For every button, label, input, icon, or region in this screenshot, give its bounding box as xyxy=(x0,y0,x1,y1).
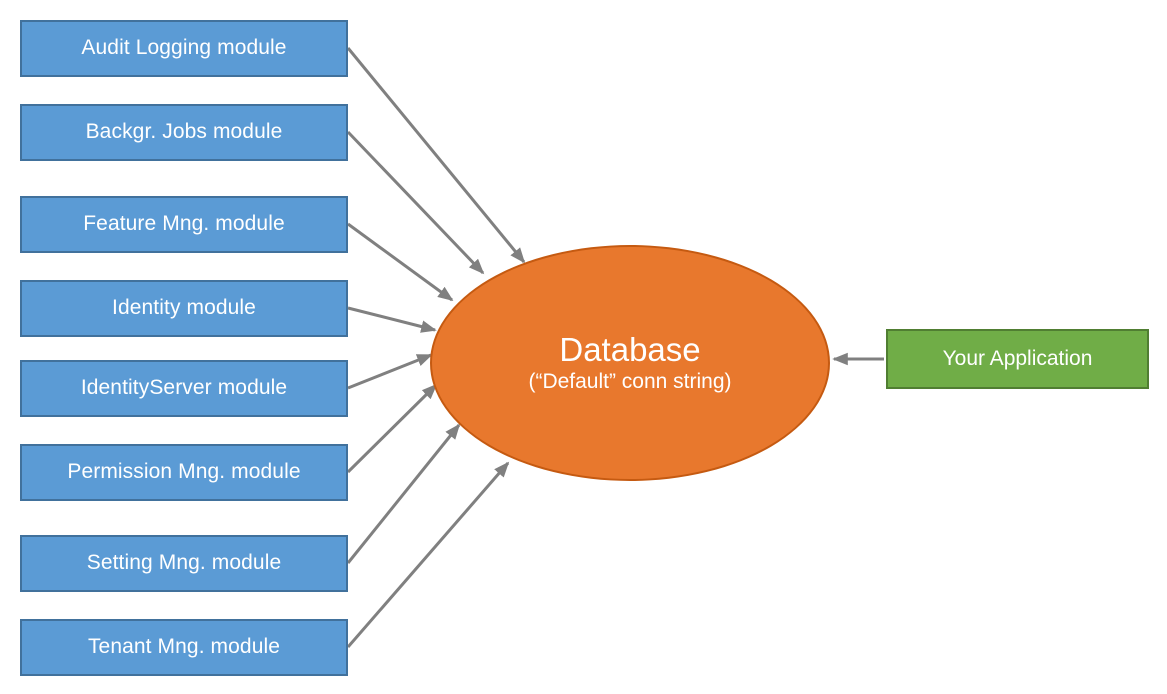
module-label: Tenant Mng. module xyxy=(87,635,281,659)
module-box-audit-logging[interactable]: Audit Logging module xyxy=(20,20,348,77)
module-label: Audit Logging module xyxy=(81,36,287,60)
module-label: Setting Mng. module xyxy=(86,551,282,575)
module-box-identity[interactable]: Identity module xyxy=(20,280,348,337)
module-box-permission-management[interactable]: Permission Mng. module xyxy=(20,444,348,501)
arrow-feature-management-to-database xyxy=(347,222,454,302)
database-node[interactable]: Database (“Default” conn string) xyxy=(430,245,830,481)
arrow-identity-to-database xyxy=(347,306,437,333)
arrow-tenant-management-to-database xyxy=(346,461,510,648)
arrow-background-jobs-to-database xyxy=(346,130,485,275)
module-box-tenant-management[interactable]: Tenant Mng. module xyxy=(20,619,348,676)
module-box-feature-management[interactable]: Feature Mng. module xyxy=(20,196,348,253)
module-label: Feature Mng. module xyxy=(83,212,285,236)
arrow-permission-management-to-database xyxy=(346,383,438,474)
module-box-identity-server[interactable]: IdentityServer module xyxy=(20,360,348,417)
your-application-node[interactable]: Your Application xyxy=(886,329,1149,389)
arrow-identity-server-to-database xyxy=(347,353,433,390)
database-subtitle: (“Default” conn string) xyxy=(528,369,732,393)
module-label: Backgr. Jobs module xyxy=(85,120,283,144)
database-title: Database xyxy=(559,331,701,369)
module-box-setting-management[interactable]: Setting Mng. module xyxy=(20,535,348,592)
arrow-audit-logging-to-database xyxy=(346,47,526,264)
module-label: Identity module xyxy=(112,296,256,320)
module-label: Permission Mng. module xyxy=(67,460,301,484)
module-label: IdentityServer module xyxy=(80,376,288,400)
your-application-label: Your Application xyxy=(942,346,1093,370)
arrow-setting-management-to-database xyxy=(346,423,461,564)
module-box-background-jobs[interactable]: Backgr. Jobs module xyxy=(20,104,348,161)
